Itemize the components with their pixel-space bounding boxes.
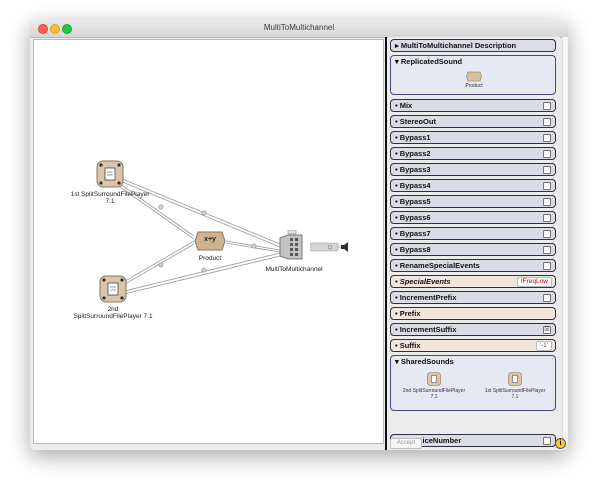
bypass6-checkbox[interactable] — [543, 214, 551, 222]
row-bypass6[interactable]: • Bypass6 — [390, 211, 556, 224]
use-voice-number-checkbox[interactable] — [543, 437, 551, 445]
title-bar: MultiToMultichannel — [30, 20, 568, 38]
bypass7-checkbox[interactable] — [543, 230, 551, 238]
product-label: Product — [198, 255, 222, 262]
increment-prefix-checkbox[interactable] — [543, 294, 551, 302]
shared-sound-item-1: 2nd SplitSurroundFilePlayer 7.1 — [402, 388, 466, 400]
file-player-2-node[interactable] — [99, 275, 127, 303]
row-bypass7[interactable]: • Bypass7 — [390, 227, 556, 240]
row-bypass4[interactable]: • Bypass4 — [390, 179, 556, 192]
description-label: ▸ MultiToMultichannel Description — [395, 41, 517, 50]
row-use-voice-number[interactable]: • UseVoiceNumber — [390, 434, 556, 447]
replicated-item-label: Product — [465, 83, 483, 89]
row-bypass8[interactable]: • Bypass8 — [390, 243, 556, 256]
special-events-field[interactable]: !FreqLow — [516, 277, 552, 287]
output-speaker-node[interactable] — [310, 240, 350, 254]
parameter-panel: ▸ MultiToMultichannel Description ▾ Repl… — [388, 37, 560, 450]
bypass3-checkbox[interactable] — [543, 166, 551, 174]
shared-sounds-label: ▾ SharedSounds — [395, 357, 454, 366]
description-section[interactable]: ▸ MultiToMultichannel Description — [390, 39, 556, 52]
graph-canvas[interactable]: 1st SplitSurroundFilePlayer 7.1 2nd Spli… — [33, 39, 384, 444]
zoom-window-button[interactable] — [62, 24, 72, 34]
multichannel-icon — [279, 230, 303, 260]
file-player-mini-icon[interactable] — [427, 372, 441, 386]
window-title: MultiToMultichannel — [263, 23, 335, 32]
panel-scrollbar[interactable] — [562, 37, 568, 442]
shared-sounds-section[interactable]: ▾ SharedSounds 2nd SplitSurroundFilePlay… — [390, 355, 556, 411]
row-bypass2[interactable]: • Bypass2 — [390, 147, 556, 160]
row-prefix[interactable]: • Prefix — [390, 307, 556, 320]
file-player-icon — [96, 160, 124, 188]
multi-to-multichannel-label: MultiToMultichannel — [265, 266, 323, 273]
row-stereo-out[interactable]: • StereoOut — [390, 115, 556, 128]
multi-to-multichannel-node[interactable] — [278, 230, 306, 264]
panel-divider[interactable] — [385, 37, 387, 450]
row-rename-special-events[interactable]: • RenameSpecialEvents — [390, 259, 556, 272]
row-mix[interactable]: • Mix — [390, 99, 556, 112]
mix-checkbox[interactable] — [543, 102, 551, 110]
file-player-mini-icon[interactable] — [508, 372, 522, 386]
row-increment-suffix[interactable]: • IncrementSuffix ☒ — [390, 323, 556, 336]
row-special-events[interactable]: • SpecialEvents !FreqLow — [390, 275, 556, 288]
row-suffix[interactable]: • Suffix '-1' — [390, 339, 556, 352]
close-window-button[interactable] — [38, 24, 48, 34]
info-icon[interactable]: i — [555, 438, 566, 449]
bypass5-checkbox[interactable] — [543, 198, 551, 206]
file-player-icon — [99, 275, 127, 303]
suffix-field[interactable]: '-1' — [535, 341, 552, 351]
product-mini-icon[interactable] — [466, 71, 482, 82]
speaker-icon — [310, 242, 348, 252]
replicated-sound-label: ▾ ReplicatedSound — [395, 57, 463, 66]
stereo-out-checkbox[interactable] — [543, 118, 551, 126]
minimize-window-button[interactable] — [50, 24, 60, 34]
bypass8-checkbox[interactable] — [543, 246, 551, 254]
file-player-2-label: 2nd SplitSurroundFilePlayer 7.1 — [73, 306, 153, 320]
product-icon — [194, 231, 226, 251]
row-bypass3[interactable]: • Bypass3 — [390, 163, 556, 176]
product-icon-text: x+y — [204, 236, 216, 243]
file-player-1-node[interactable] — [96, 160, 124, 188]
bypass2-checkbox[interactable] — [543, 150, 551, 158]
rename-special-events-checkbox[interactable] — [543, 262, 551, 270]
file-player-1-label: 1st SplitSurroundFilePlayer 7.1 — [70, 191, 150, 205]
bypass4-checkbox[interactable] — [543, 182, 551, 190]
row-bypass5[interactable]: • Bypass5 — [390, 195, 556, 208]
replicated-sound-section[interactable]: ▾ ReplicatedSound Product — [390, 55, 556, 95]
shared-sound-item-2: 1st SplitSurroundFilePlayer 7.1 — [484, 388, 546, 400]
main-window: MultiToMultichannel — [30, 20, 568, 450]
product-node[interactable]: x+y — [194, 230, 226, 252]
row-bypass1[interactable]: • Bypass1 — [390, 131, 556, 144]
connection-wires — [119, 177, 342, 296]
accept-button[interactable]: Accept — [390, 438, 422, 449]
row-increment-prefix[interactable]: • IncrementPrefix — [390, 291, 556, 304]
increment-suffix-checkbox[interactable]: ☒ — [543, 326, 551, 334]
bypass1-checkbox[interactable] — [543, 134, 551, 142]
